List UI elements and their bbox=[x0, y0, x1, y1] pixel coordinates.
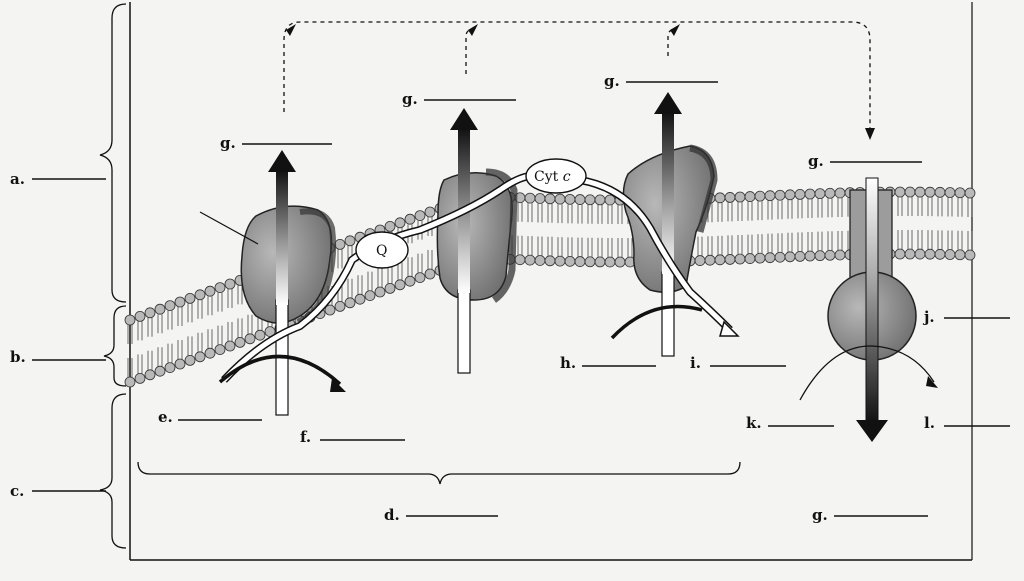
svg-text:e.: e. bbox=[158, 408, 173, 426]
svg-text:g.: g. bbox=[812, 506, 828, 524]
dashed-arrowheads bbox=[286, 24, 875, 140]
reaction-arrow-k-l bbox=[799, 345, 935, 401]
label-f: f. bbox=[300, 428, 405, 446]
ubiquinone-q: Q bbox=[355, 231, 409, 269]
label-b: b. bbox=[10, 348, 106, 366]
dashed-proton-path bbox=[283, 21, 871, 132]
label-g-complex-4: g. bbox=[604, 72, 718, 90]
brace-c bbox=[99, 393, 127, 549]
label-c: c. bbox=[10, 482, 106, 500]
label-g-complex-3: g. bbox=[402, 90, 516, 108]
cyt-prefix: Cyt bbox=[534, 169, 563, 185]
reaction-arrow-e-f-head bbox=[330, 378, 346, 392]
complex-1-pointer-line bbox=[199, 211, 259, 245]
label-k: k. bbox=[746, 414, 834, 432]
brace-d bbox=[137, 461, 741, 485]
compartment-frame bbox=[129, 2, 973, 561]
label-i: i. bbox=[690, 354, 786, 372]
svg-text:g.: g. bbox=[402, 90, 418, 108]
svg-text:b.: b. bbox=[10, 348, 26, 366]
reaction-arrow-e-f bbox=[218, 354, 342, 386]
svg-text:g.: g. bbox=[808, 152, 824, 170]
cyt-suffix: c bbox=[563, 169, 571, 185]
reaction-arrow-h-i bbox=[610, 304, 703, 340]
reaction-arrow-k-l-head bbox=[926, 376, 938, 388]
complex-4-channel bbox=[661, 271, 675, 357]
svg-text:Q: Q bbox=[376, 243, 387, 259]
complex-3-channel bbox=[457, 289, 471, 374]
label-l: l. bbox=[924, 414, 1010, 432]
label-e: e. bbox=[158, 408, 262, 426]
svg-text:Cyt c: Cyt c bbox=[534, 169, 571, 185]
svg-text:c.: c. bbox=[10, 482, 24, 500]
svg-text:h.: h. bbox=[560, 354, 576, 372]
label-j: j. bbox=[922, 308, 1010, 326]
proton-arrow-complex-4 bbox=[654, 92, 682, 274]
label-g-synthase-top: g. bbox=[808, 152, 922, 170]
svg-text:a.: a. bbox=[10, 170, 25, 188]
electron-path-arrowhead bbox=[719, 320, 740, 337]
proton-arrow-atp-synthase bbox=[856, 177, 888, 442]
proton-arrow-complex-1 bbox=[268, 150, 296, 305]
cytochrome-c: Cyt c bbox=[525, 158, 587, 194]
label-a: a. bbox=[10, 170, 106, 188]
label-d: d. bbox=[384, 506, 498, 524]
svg-text:g.: g. bbox=[220, 134, 236, 152]
svg-text:f.: f. bbox=[300, 428, 311, 446]
svg-text:k.: k. bbox=[746, 414, 762, 432]
svg-text:d.: d. bbox=[384, 506, 400, 524]
svg-text:i.: i. bbox=[690, 354, 701, 372]
label-g-complex-1: g. bbox=[220, 134, 332, 152]
label-h: h. bbox=[560, 354, 656, 372]
svg-text:g.: g. bbox=[604, 72, 620, 90]
brace-b bbox=[103, 305, 127, 387]
svg-text:j.: j. bbox=[922, 308, 935, 326]
electron-path-2 bbox=[579, 177, 732, 332]
label-g-bottom: g. bbox=[812, 506, 928, 524]
svg-text:l.: l. bbox=[924, 414, 935, 432]
brace-a bbox=[99, 3, 127, 303]
